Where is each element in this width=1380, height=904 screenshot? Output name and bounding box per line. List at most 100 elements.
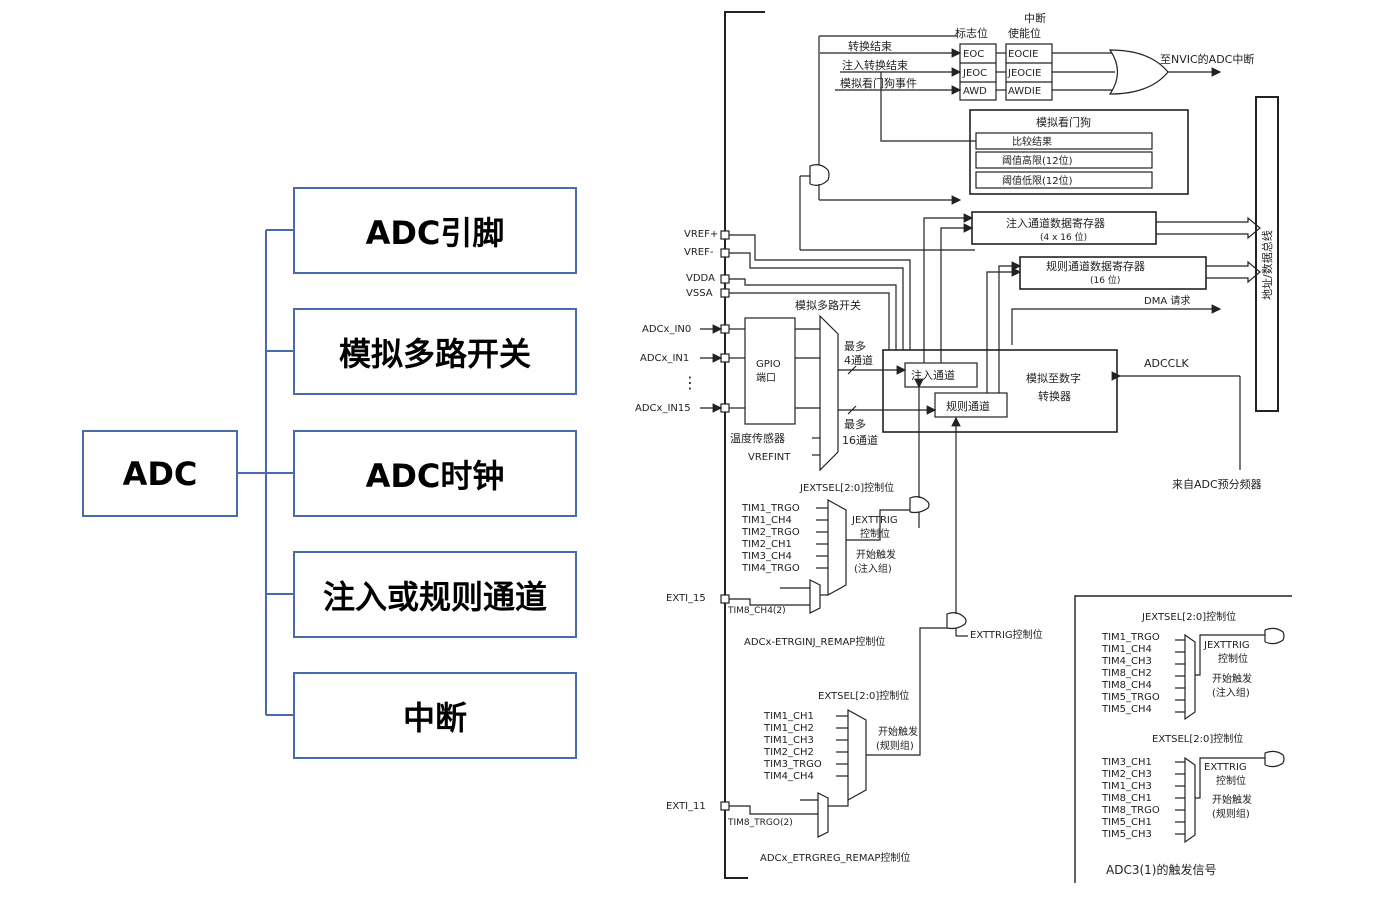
- pin-adcx-in15: ADCx_IN15: [635, 403, 691, 414]
- and-gate-injected: [909, 496, 930, 514]
- enable-bit-jeocie: JEOCIE: [1007, 68, 1041, 79]
- mindmap-node-label: ADC引脚: [365, 213, 505, 252]
- prescaler-label: 来自ADC预分频器: [1172, 477, 1262, 491]
- adc3-exttrig-1: EXTTRIG: [1204, 762, 1247, 773]
- inj-start-1: 开始触发: [856, 548, 896, 561]
- reg-src-3: TIM2_CH2: [763, 747, 814, 758]
- reg-exttrig: EXTTRIG控制位: [970, 628, 1043, 641]
- inj-jextsel: JEXTSEL[2:0]控制位: [799, 481, 894, 494]
- reg-src-5: TIM4_CH4: [763, 771, 814, 782]
- pin-vssa: VSSA: [686, 288, 713, 299]
- adcclk-label: ADCCLK: [1144, 357, 1189, 370]
- adc3-reg-src-0: TIM3_CH1: [1101, 757, 1152, 768]
- regular-reg-title: 规则通道数据寄存器: [1046, 259, 1145, 273]
- reg-src-1: TIM1_CH2: [763, 723, 814, 734]
- mindmap-node-label: 中断: [402, 698, 467, 737]
- adc3-jexttrig-2: 控制位: [1218, 652, 1248, 665]
- event-jeoc: 注入转换结束: [842, 58, 908, 72]
- adc3-reg-src-6: TIM5_CH3: [1101, 829, 1152, 840]
- reg-src-0: TIM1_CH1: [763, 711, 814, 722]
- inj-exti15: EXTI_15: [666, 593, 706, 604]
- mindmap-root-label: ADC: [122, 454, 198, 493]
- adc3-caption: ADC3(1)的触发信号: [1106, 862, 1216, 877]
- mindmap-node-adc-clock: ADC时钟: [293, 430, 577, 517]
- adc3-inj-src-4: TIM8_CH4: [1101, 680, 1152, 691]
- mux-title: 模拟多路开关: [795, 298, 861, 312]
- pin-vdda: VDDA: [686, 273, 715, 284]
- mindmap-node-adc-pins: ADC引脚: [293, 187, 577, 274]
- reg-extsel: EXTSEL[2:0]控制位: [818, 689, 909, 702]
- adc3-inj-src-5: TIM5_TRGO: [1101, 692, 1160, 703]
- mindmap-node-analog-mux: 模拟多路开关: [293, 308, 577, 395]
- adc3-inj-start-2: (注入组): [1212, 686, 1250, 699]
- inj-jexttrig-2: 控制位: [860, 527, 890, 540]
- enable-bit-header: 使能位: [1008, 26, 1041, 40]
- pin-adcx-in1: ADCx_IN1: [640, 353, 689, 364]
- flag-bit-eoc: EOC: [963, 49, 984, 60]
- or-gate: [1108, 49, 1169, 95]
- mux-max-injected-1: 最多: [844, 339, 866, 353]
- adc3-reg-start-2: (规则组): [1212, 807, 1250, 820]
- watchdog-box: [969, 109, 1189, 195]
- reg-start-1: 开始触发: [878, 725, 918, 738]
- flag-bit-awd: AWD: [963, 86, 987, 97]
- enable-bit-eocie: EOCIE: [1008, 49, 1038, 60]
- event-awd: 模拟看门狗事件: [840, 76, 917, 90]
- adc-injected-channel: 注入通道: [911, 368, 955, 382]
- adc3-inj-start-1: 开始触发: [1212, 672, 1252, 685]
- inj-src-2: TIM2_TRGO: [741, 527, 800, 538]
- gpio-port-box: [744, 317, 796, 425]
- adc3-inj-src-6: TIM5_CH4: [1101, 704, 1152, 715]
- and-gate-top: [809, 164, 830, 186]
- watchdog-low: 阈值低限(12位): [1002, 174, 1073, 187]
- adc3-jextsel: JEXTSEL[2:0]控制位: [1141, 610, 1236, 623]
- interrupt-enable-header: 中断: [1024, 11, 1046, 25]
- reg-src-2: TIM1_CH3: [763, 735, 814, 746]
- flag-bit-jeoc: JEOC: [962, 68, 987, 79]
- adc-block-diagram: 中断 使能位 标志位 EOC JEOC AWD EOCIE JEOCIE AWD…: [635, 11, 1292, 883]
- injected-reg-title: 注入通道数据寄存器: [1006, 216, 1105, 230]
- nvic-label: 至NVIC的ADC中断: [1160, 52, 1254, 66]
- adc3-inj-src-0: TIM1_TRGO: [1101, 632, 1160, 643]
- watchdog-high: 阈值高限(12位): [1002, 154, 1073, 167]
- event-eoc: 转换结束: [848, 39, 892, 53]
- mux-temp-sensor: 温度传感器: [730, 431, 785, 445]
- adc-converter-1: 模拟至数字: [1026, 371, 1081, 385]
- adc3-reg-src-2: TIM1_CH3: [1101, 781, 1152, 792]
- gpio-label-1: GPIO: [756, 359, 781, 370]
- mux-vrefint: VREFINT: [748, 452, 791, 463]
- adc3-exttrig-2: 控制位: [1216, 774, 1246, 787]
- inj-src-1: TIM1_CH4: [741, 515, 792, 526]
- mux-max-injected-2: 4通道: [844, 353, 873, 367]
- inj-src-3: TIM2_CH1: [741, 539, 792, 550]
- pin-vref-minus: VREF-: [684, 247, 714, 258]
- reg-src-4: TIM3_TRGO: [763, 759, 822, 770]
- regular-trigger-mux: [847, 708, 867, 802]
- adc-regular-channel: 规则通道: [946, 399, 990, 413]
- pin-ellipsis: ⋮: [682, 373, 698, 392]
- adc-converter-box: [882, 349, 1118, 433]
- gpio-label-2: 端口: [756, 371, 776, 384]
- reg-remap: ADCx_ETRGREG_REMAP控制位: [760, 851, 910, 864]
- pin-vref-plus: VREF+: [684, 229, 718, 240]
- adc3-inj-src-3: TIM8_CH2: [1101, 668, 1152, 679]
- data-bus-bar: [1255, 96, 1279, 412]
- pin-adcx-in0: ADCx_IN0: [642, 324, 691, 335]
- mindmap-node-label: ADC时钟: [365, 456, 505, 495]
- reg-tim8-trgo: TIM8_TRGO(2): [727, 818, 793, 828]
- reg-exti11: EXTI_11: [666, 801, 706, 812]
- adc3-extsel: EXTSEL[2:0]控制位: [1152, 732, 1243, 745]
- adc-converter-2: 转换器: [1038, 389, 1071, 403]
- adc3-inj-src-2: TIM4_CH3: [1101, 656, 1152, 667]
- bus-label: 地址/数据总线: [1260, 230, 1274, 300]
- inj-src-5: TIM4_TRGO: [741, 563, 800, 574]
- mindmap-node-interrupt: 中断: [293, 672, 577, 759]
- watchdog-compare: 比较结果: [1012, 135, 1052, 148]
- regular-reg-sub: (16 位): [1090, 274, 1120, 286]
- analog-mux-shape: [819, 314, 839, 472]
- mindmap-connectors: [237, 229, 294, 716]
- regular-channel-box: [934, 392, 1008, 418]
- injected-reg-sub: (4 x 16 位): [1040, 231, 1087, 243]
- flag-bit-header: 标志位: [955, 26, 988, 40]
- mindmap-node-label: 模拟多路开关: [338, 334, 531, 373]
